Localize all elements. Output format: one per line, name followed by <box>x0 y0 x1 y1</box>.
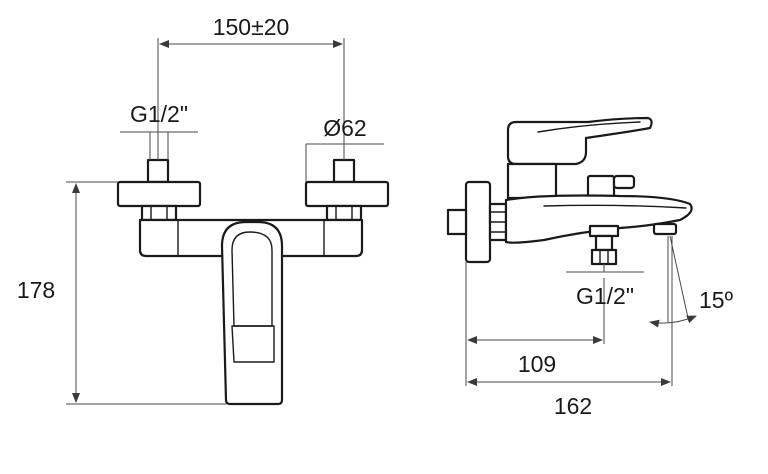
total-depth-label: 162 <box>554 393 592 419</box>
angle-arc <box>649 315 697 328</box>
side-lever <box>506 116 653 166</box>
dimensions <box>66 38 697 405</box>
left-hex-nut <box>140 204 178 222</box>
right-inlet-stub <box>332 158 356 184</box>
outlet-nut <box>590 248 618 266</box>
side-wall-stub <box>446 208 468 236</box>
right-rosette <box>304 180 390 208</box>
diverter-knob-tip <box>612 174 636 190</box>
spout-angle-ref <box>669 235 689 319</box>
height-label: 178 <box>17 277 55 303</box>
front-thread-label: G1/2" <box>130 101 188 127</box>
side-thread-label: G1/2" <box>576 283 634 309</box>
side-wall-plate <box>464 180 492 264</box>
center-distance-label: 150±20 <box>213 14 290 40</box>
side-cartridge <box>506 162 558 200</box>
left-rosette <box>116 180 202 208</box>
left-inlet-stub <box>146 158 170 184</box>
rosette-diameter-label: Ø62 <box>323 115 366 141</box>
aerator <box>652 222 678 236</box>
outlet-stem <box>594 234 614 252</box>
side-body-spout <box>504 194 693 244</box>
lever-front-plate <box>231 325 275 363</box>
mixer-lever-front <box>220 220 284 406</box>
depth-to-outlet-label: 109 <box>518 351 556 377</box>
side-view <box>446 116 693 266</box>
lever-front-face <box>231 231 273 327</box>
front-view <box>116 158 390 406</box>
dimension-labels: 150±20 G1/2" Ø62 178 G1/2" 15º 109 162 <box>17 14 734 419</box>
spout-angle-label: 15º <box>699 287 734 313</box>
outlet-collar <box>588 224 620 238</box>
right-hex-nut <box>325 204 363 222</box>
